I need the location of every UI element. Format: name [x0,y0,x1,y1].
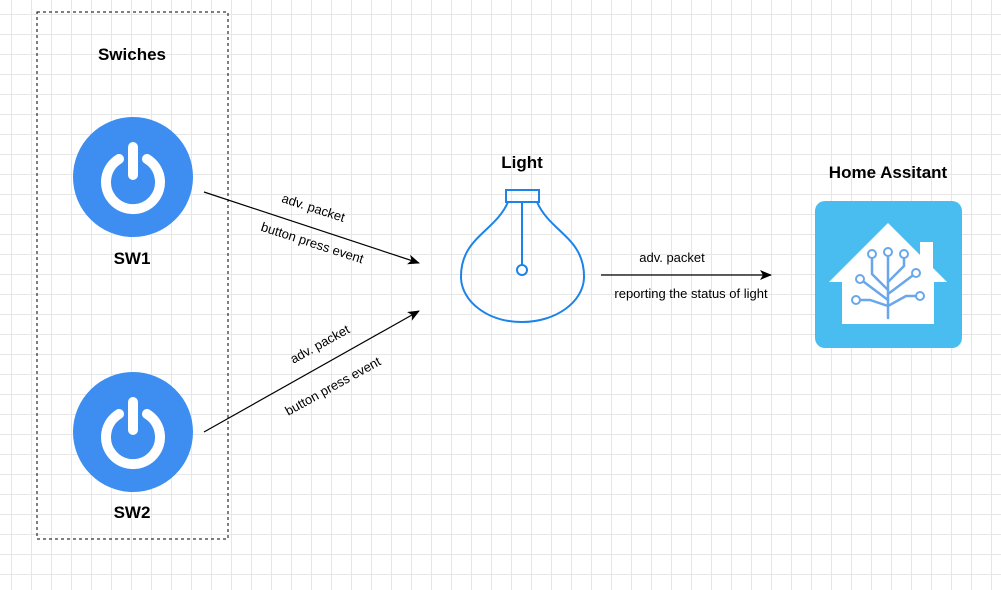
light-bulb-icon [459,189,586,324]
switches-group-border [36,11,229,540]
sw1-label: SW1 [114,249,151,268]
edge-light-ha-bottom-label: reporting the status of light [614,286,768,301]
home-assistant-label: Home Assitant [829,163,948,182]
edge-sw1-to-light[interactable]: adv. packet button press event [203,190,420,266]
home-assistant-icon [815,201,962,348]
home-assistant-node[interactable]: Home Assitant [815,163,962,348]
sw2-power-arc [101,409,165,470]
sw1-node[interactable]: SW1 [73,117,193,268]
bulb-glass [459,201,586,324]
edge-sw1-bottom-label: button press event [259,219,366,266]
edge-light-ha-top-label: adv. packet [639,250,705,265]
edge-sw1-line [203,191,420,265]
switches-group[interactable]: Swiches [36,11,229,540]
light-node[interactable]: Light [459,153,586,324]
edge-sw2-to-light[interactable]: adv. packet button press event [203,310,420,433]
ha-tree [858,254,918,320]
bulb-cap [505,189,540,203]
sw2-label: SW2 [114,503,151,522]
edge-light-to-ha[interactable]: adv. packet reporting the status of ligh… [601,250,772,301]
light-label: Light [501,153,543,172]
edge-sw2-top-label: adv. packet [288,321,353,366]
sw2-node[interactable]: SW2 [73,372,193,522]
switches-group-title: Swiches [98,45,166,64]
power-icon [73,117,193,237]
sw1-power-arc [101,154,165,215]
edge-sw2-line [203,310,420,433]
ha-tree-nodes [851,247,925,305]
bulb-filament-end [516,264,528,276]
power-icon [73,372,193,492]
